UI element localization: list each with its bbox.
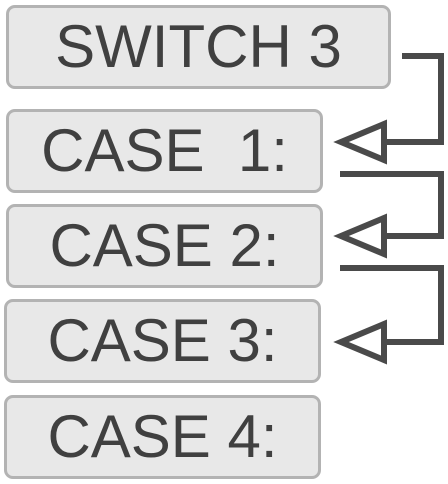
switch-block: SWITCH 3 — [6, 5, 391, 89]
arrow-case1-to-case2 — [340, 171, 444, 239]
case-1-block: CASE 1: — [6, 109, 323, 193]
arrowhead-case1 — [333, 119, 387, 165]
arrow-case2-to-case3 — [340, 265, 444, 345]
case-2-block: CASE 2: — [6, 204, 323, 288]
case-4-block: CASE 4: — [4, 395, 321, 479]
case-3-block: CASE 3: — [4, 299, 321, 383]
arrow-switch-to-case1 — [386, 53, 444, 145]
arrowhead-case3 — [333, 319, 387, 365]
arrowhead-case2 — [333, 213, 387, 259]
